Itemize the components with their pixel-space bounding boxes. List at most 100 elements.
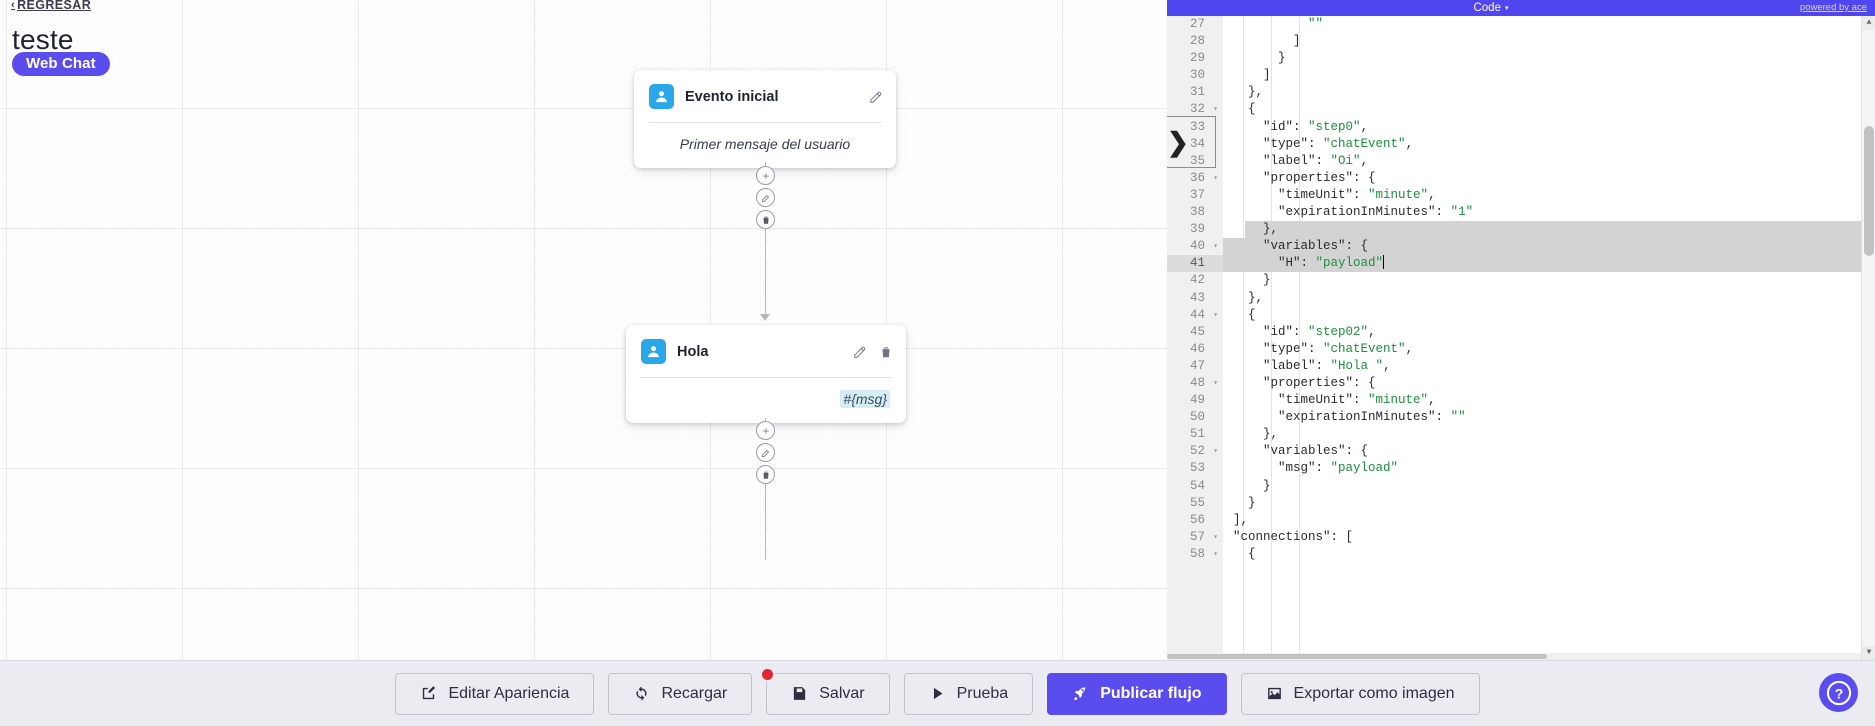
- hscrollbar-thumb[interactable]: [1167, 654, 1547, 659]
- code-line-35[interactable]: "label": "Oi",: [1263, 153, 1369, 168]
- edit-icon[interactable]: [853, 345, 867, 359]
- gutter-line-34[interactable]: 34: [1189, 136, 1205, 151]
- gutter-line-48[interactable]: 48: [1167, 375, 1223, 392]
- gutter-line-40[interactable]: 40: [1167, 238, 1223, 255]
- gutter-line-43[interactable]: 43: [1189, 290, 1205, 305]
- editor-horizontal-scrollbar[interactable]: [1167, 653, 1861, 660]
- save-button[interactable]: Salvar: [760, 666, 890, 715]
- edit-icon[interactable]: [869, 90, 883, 104]
- gutter-line-52[interactable]: 52: [1167, 443, 1223, 460]
- code-line-57[interactable]: "connections": [: [1233, 529, 1354, 544]
- gutter-line-58[interactable]: 58: [1167, 546, 1223, 563]
- add-icon[interactable]: [756, 421, 775, 440]
- code-editor[interactable]: 27 28 29 30 313233 34 35 3637 38 39404142 43 4445 46…: [1167, 16, 1875, 660]
- gutter-line-29[interactable]: 29: [1189, 51, 1205, 66]
- gutter-line-42[interactable]: 42: [1189, 273, 1205, 288]
- gutter-line-41[interactable]: 41: [1167, 255, 1223, 273]
- gutter-line-54[interactable]: 54: [1189, 478, 1205, 493]
- code-line-53[interactable]: "msg": "payload": [1278, 461, 1399, 476]
- gutter-line-38[interactable]: 38: [1189, 205, 1205, 220]
- code-line-37[interactable]: "timeUnit": "minute",: [1278, 187, 1436, 202]
- code-line-58[interactable]: {: [1233, 546, 1256, 561]
- gutter-line-57[interactable]: 57: [1167, 529, 1223, 546]
- code-line-28[interactable]: ]: [1233, 34, 1301, 49]
- gutter-line-51[interactable]: 51: [1189, 427, 1205, 442]
- delete-icon[interactable]: [756, 465, 775, 484]
- code-line-47[interactable]: "label": "Hola ",: [1263, 358, 1391, 373]
- scroll-up-icon[interactable]: ▲: [1862, 16, 1875, 30]
- code-line-38[interactable]: "expirationInMinutes": "1": [1278, 205, 1474, 220]
- connector-buttons-2: [756, 421, 775, 484]
- code-line-49[interactable]: "timeUnit": "minute",: [1278, 393, 1436, 408]
- export-image-button[interactable]: Exportar como imagen: [1240, 672, 1480, 715]
- gutter-line-56[interactable]: 56: [1189, 512, 1205, 527]
- gutter-line-39[interactable]: 39: [1189, 222, 1205, 237]
- gutter-line-30[interactable]: 30: [1189, 68, 1205, 83]
- gutter-line-37[interactable]: 37: [1189, 187, 1205, 202]
- flow-node-initial[interactable]: Evento inicial Primer mensaje del usuari…: [634, 70, 896, 168]
- code-line-32[interactable]: {: [1233, 102, 1256, 117]
- delete-icon[interactable]: [756, 210, 775, 229]
- test-button[interactable]: Prueba: [903, 672, 1034, 715]
- code-line-52[interactable]: "variables": {: [1263, 444, 1369, 459]
- fold-expand-widget[interactable]: ❯: [1167, 116, 1216, 168]
- code-line-34[interactable]: "type": "chatEvent",: [1263, 136, 1414, 151]
- code-line-29[interactable]: }: [1233, 51, 1286, 66]
- scrollbar-thumb[interactable]: [1864, 126, 1874, 256]
- edit-icon[interactable]: [756, 188, 775, 207]
- help-button[interactable]: ?: [1819, 673, 1858, 712]
- gutter-line-47[interactable]: 47: [1189, 358, 1205, 373]
- editor-vertical-scrollbar[interactable]: ▲ ▼: [1861, 16, 1875, 660]
- code-line-36[interactable]: "properties": {: [1263, 170, 1376, 185]
- code-line-31[interactable]: },: [1233, 85, 1264, 100]
- code-line-48[interactable]: "properties": {: [1263, 375, 1376, 390]
- gutter-line-36[interactable]: 36: [1167, 170, 1223, 187]
- publish-flow-button[interactable]: Publicar flujo: [1047, 672, 1227, 715]
- scroll-down-icon[interactable]: ▼: [1862, 646, 1875, 660]
- gutter-line-55[interactable]: 55: [1189, 495, 1205, 510]
- code-line-40[interactable]: "variables": {: [1223, 238, 1861, 256]
- code-line-39[interactable]: },: [1223, 221, 1861, 239]
- editor-code-area[interactable]: "" ] } ] }, { "id": "step0", "type": "ch…: [1223, 16, 1861, 660]
- variable-token: #{msg}: [840, 390, 890, 408]
- delete-icon[interactable]: [879, 345, 893, 359]
- gutter-line-49[interactable]: 49: [1189, 393, 1205, 408]
- flow-canvas[interactable]: ‹ REGRESAR teste Web Chat Evento inicial…: [0, 0, 1167, 660]
- gutter-line-35[interactable]: 35: [1189, 153, 1205, 168]
- gutter-line-50[interactable]: 50: [1189, 410, 1205, 425]
- code-line-45[interactable]: "id": "step02",: [1263, 324, 1376, 339]
- gutter-line-45[interactable]: 45: [1189, 324, 1205, 339]
- code-line-50[interactable]: "expirationInMinutes": "": [1278, 410, 1466, 425]
- gutter-line-44[interactable]: 44: [1167, 307, 1223, 324]
- code-line-43[interactable]: },: [1233, 290, 1264, 305]
- node-body-text: Primer mensaje del usuario: [648, 122, 882, 168]
- code-line-41[interactable]: "H": "payload": [1223, 255, 1861, 273]
- code-line-55[interactable]: }: [1233, 495, 1256, 510]
- gutter-line-27[interactable]: 27: [1189, 17, 1205, 31]
- code-panel-title[interactable]: Code ▾: [1473, 2, 1508, 14]
- flow-node-hola[interactable]: Hola #{msg}: [626, 325, 906, 423]
- editor-gutter[interactable]: 27 28 29 30 313233 34 35 3637 38 39404142 43 4445 46…: [1167, 16, 1223, 660]
- back-link-label: REGRESAR: [17, 0, 92, 12]
- powered-by-ace-link[interactable]: powered by ace: [1799, 2, 1867, 13]
- code-line-44[interactable]: {: [1233, 307, 1256, 322]
- gutter-line-46[interactable]: 46: [1189, 341, 1205, 356]
- gutter-line-31[interactable]: 31: [1189, 85, 1205, 100]
- gutter-line-33[interactable]: 33: [1189, 119, 1205, 134]
- code-line-30[interactable]: ]: [1233, 68, 1271, 83]
- code-line-56[interactable]: ],: [1233, 512, 1249, 527]
- code-line-46[interactable]: "type": "chatEvent",: [1263, 341, 1414, 356]
- edit-icon[interactable]: [756, 443, 775, 462]
- code-line-33[interactable]: "id": "step0",: [1263, 119, 1369, 134]
- reload-button[interactable]: Recargar: [608, 672, 753, 715]
- gutter-line-32[interactable]: 32: [1167, 101, 1223, 118]
- edit-appearance-button[interactable]: Editar Apariencia: [395, 672, 595, 715]
- code-line-42[interactable]: }: [1233, 273, 1271, 288]
- code-line-51[interactable]: },: [1233, 427, 1279, 442]
- back-link[interactable]: ‹ REGRESAR: [11, 0, 91, 12]
- code-line-27[interactable]: "": [1308, 17, 1324, 31]
- gutter-line-53[interactable]: 53: [1189, 461, 1205, 476]
- code-line-54[interactable]: }: [1233, 478, 1271, 493]
- add-icon[interactable]: [756, 166, 775, 185]
- gutter-line-28[interactable]: 28: [1189, 34, 1205, 49]
